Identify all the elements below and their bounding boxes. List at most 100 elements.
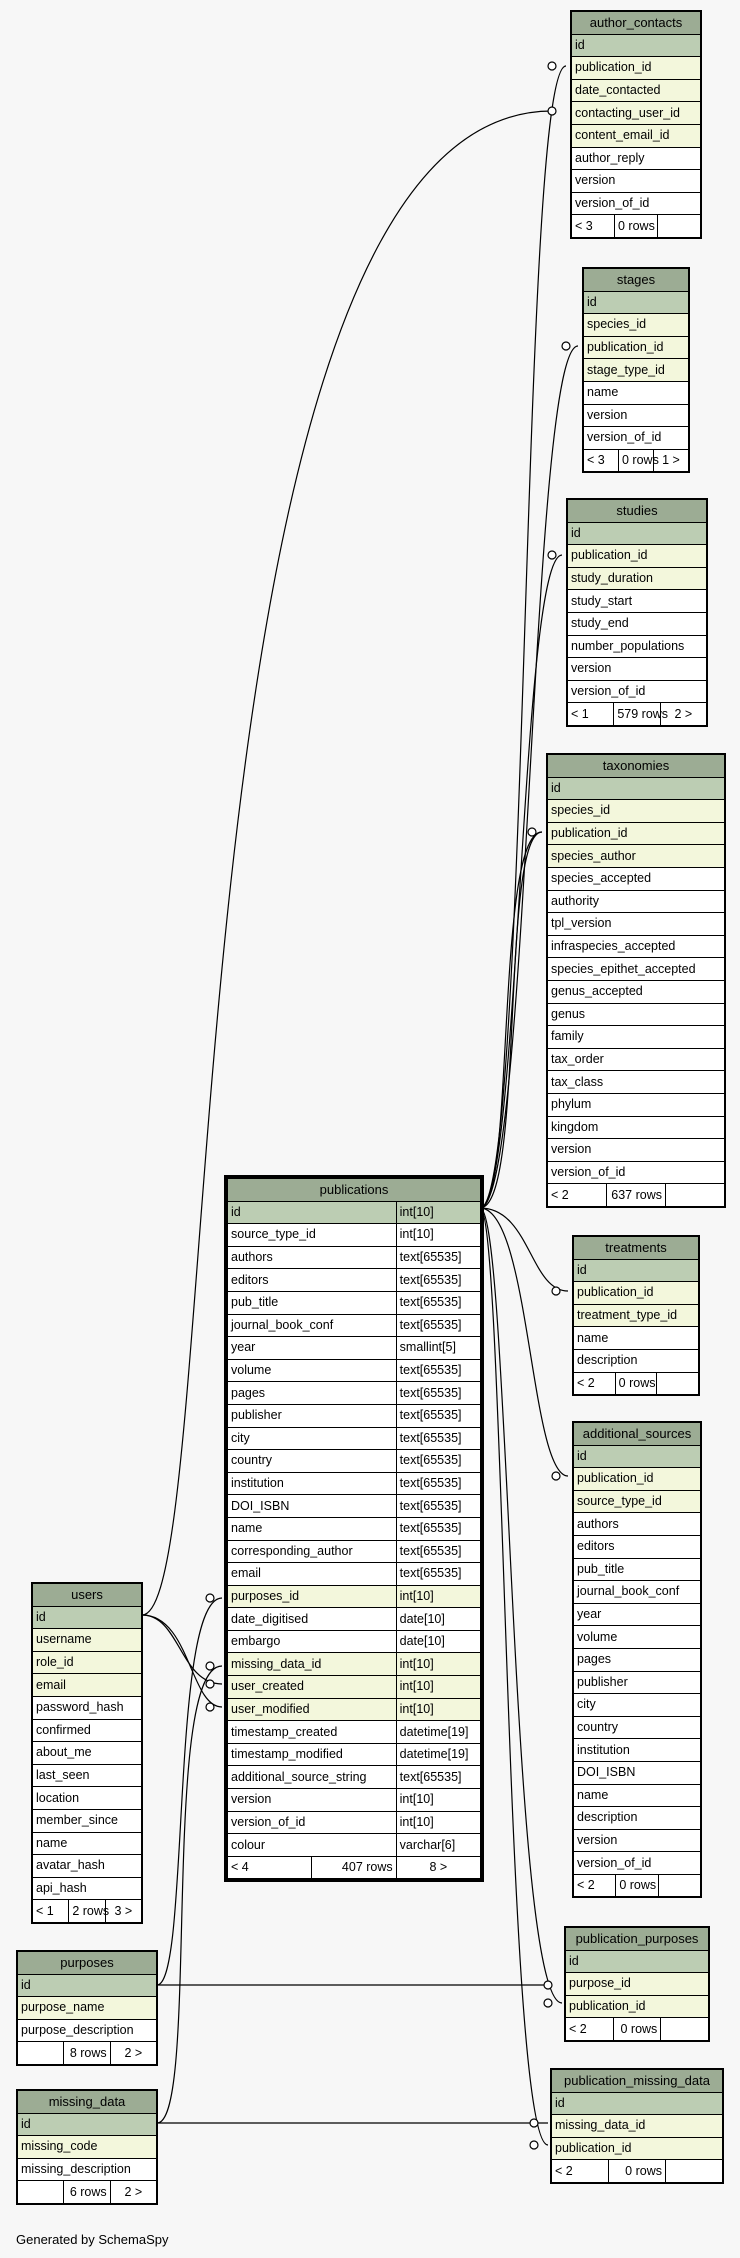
column-row[interactable]: id bbox=[565, 1949, 709, 1974]
table-name[interactable]: stages bbox=[583, 268, 689, 292]
column-row[interactable]: id bbox=[573, 1258, 699, 1283]
table-name[interactable]: taxonomies bbox=[547, 754, 725, 778]
column-row[interactable]: family bbox=[547, 1025, 725, 1049]
column-row[interactable]: version_of_id bbox=[571, 191, 701, 216]
column-row[interactable]: id bbox=[17, 1973, 157, 1998]
column-row[interactable]: author_reply bbox=[571, 146, 701, 171]
column-row[interactable]: version bbox=[567, 657, 707, 681]
column-row[interactable]: purpose_description bbox=[17, 2018, 157, 2043]
column-row[interactable]: api_hash bbox=[32, 1876, 142, 1901]
column-row[interactable]: missing_description bbox=[17, 2157, 157, 2182]
column-row[interactable]: member_since bbox=[32, 1808, 142, 1833]
column-row[interactable]: description bbox=[573, 1348, 699, 1373]
column-row[interactable]: publication_id bbox=[573, 1281, 699, 1305]
column-row[interactable]: id bbox=[567, 521, 707, 546]
column-row[interactable]: treatment_type_id bbox=[573, 1303, 699, 1328]
column-row[interactable]: avatar_hash bbox=[32, 1854, 142, 1878]
column-row[interactable]: id bbox=[547, 776, 725, 801]
column-row[interactable]: name bbox=[32, 1831, 142, 1856]
column-row[interactable]: name bbox=[573, 1783, 701, 1808]
column-row[interactable]: date_contacted bbox=[571, 78, 701, 103]
column-row[interactable]: username bbox=[32, 1628, 142, 1652]
column-row[interactable]: description bbox=[573, 1806, 701, 1830]
column-row[interactable]: stage_type_id bbox=[583, 358, 689, 382]
column-row[interactable]: species_epithet_accepted bbox=[547, 957, 725, 981]
column-row[interactable]: genus_accepted bbox=[547, 979, 725, 1004]
column-row[interactable]: publication_id bbox=[573, 1467, 701, 1491]
column-row[interactable]: about_me bbox=[32, 1741, 142, 1765]
column-row[interactable]: publication_id bbox=[547, 821, 725, 846]
column-row[interactable]: version_of_id bbox=[583, 426, 689, 450]
column-row[interactable]: tpl_version bbox=[547, 912, 725, 936]
column-row[interactable]: journal_book_conf bbox=[573, 1580, 701, 1604]
column-row[interactable]: phylum bbox=[547, 1092, 725, 1117]
table-name[interactable]: publications bbox=[227, 1178, 481, 1202]
column-row[interactable]: DOI_ISBN bbox=[573, 1760, 701, 1785]
table-name[interactable]: purposes bbox=[17, 1951, 157, 1975]
column-row[interactable]: genus bbox=[547, 1002, 725, 1027]
column-row[interactable]: version_of_id bbox=[547, 1160, 725, 1185]
column-row[interactable]: password_hash bbox=[32, 1695, 142, 1720]
column-row[interactable]: version bbox=[583, 403, 689, 428]
column-row[interactable]: editors bbox=[573, 1534, 701, 1559]
column-row[interactable]: publication_id bbox=[583, 335, 689, 360]
column-row[interactable]: publication_id bbox=[565, 1994, 709, 2019]
column-row[interactable]: publication_id bbox=[567, 544, 707, 568]
column-row[interactable]: confirmed bbox=[32, 1718, 142, 1743]
column-row[interactable]: species_accepted bbox=[547, 866, 725, 891]
column-row[interactable]: infraspecies_accepted bbox=[547, 934, 725, 959]
column-row[interactable]: publication_id bbox=[551, 2136, 723, 2161]
column-row[interactable]: role_id bbox=[32, 1650, 142, 1675]
column-row[interactable]: study_start bbox=[567, 589, 707, 613]
column-row[interactable]: publisher bbox=[573, 1670, 701, 1695]
column-row[interactable]: species_id bbox=[547, 799, 725, 823]
column-row[interactable]: missing_code bbox=[17, 2135, 157, 2159]
column-row[interactable]: species_author bbox=[547, 844, 725, 868]
table-name[interactable]: author_contacts bbox=[571, 11, 701, 35]
column-row[interactable]: number_populations bbox=[567, 634, 707, 659]
column-row[interactable]: version bbox=[573, 1828, 701, 1853]
column-row[interactable]: version_of_id bbox=[567, 679, 707, 704]
column-row[interactable]: content_email_id bbox=[571, 123, 701, 148]
column-row[interactable]: source_type_id bbox=[573, 1489, 701, 1514]
column-row[interactable]: email bbox=[32, 1673, 142, 1697]
column-row[interactable]: last_seen bbox=[32, 1763, 142, 1788]
column-row[interactable]: id bbox=[32, 1605, 142, 1630]
column-row[interactable]: study_duration bbox=[567, 566, 707, 591]
column-row[interactable]: name bbox=[583, 380, 689, 405]
table-name[interactable]: treatments bbox=[573, 1236, 699, 1260]
column-row[interactable]: volume bbox=[573, 1625, 701, 1649]
table-name[interactable]: missing_data bbox=[17, 2090, 157, 2114]
column-row[interactable]: kingdom bbox=[547, 1115, 725, 1140]
column-row[interactable]: id bbox=[573, 1444, 701, 1469]
